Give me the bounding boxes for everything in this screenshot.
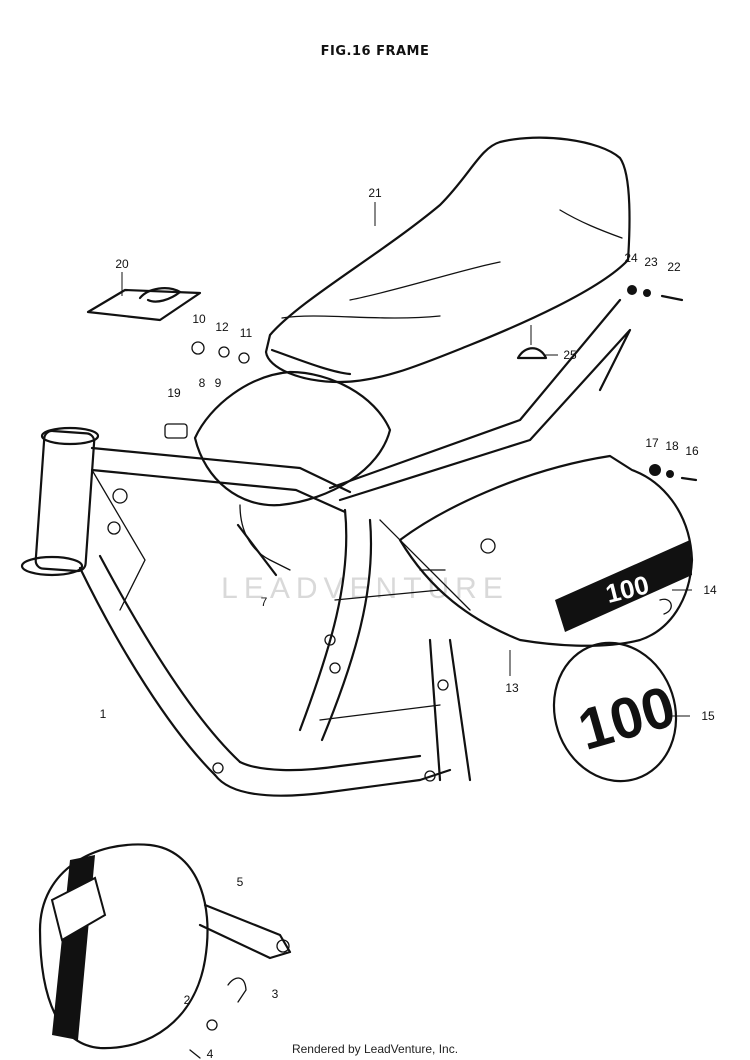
grommet-14	[659, 598, 672, 615]
callout-5: 5	[237, 875, 244, 889]
callout-17: 17	[645, 436, 659, 450]
callout-9: 9	[215, 376, 222, 390]
callout-8: 8	[199, 376, 206, 390]
plate-number: 100	[571, 674, 682, 763]
callout-10: 10	[192, 312, 206, 326]
callout-18: 18	[665, 439, 679, 453]
left-side-cover[interactable]	[193, 370, 392, 577]
callout-11: 11	[240, 326, 253, 340]
callout-14: 14	[703, 583, 717, 597]
callout-20: 20	[115, 257, 129, 271]
callout-21: 21	[368, 186, 382, 200]
seat[interactable]	[264, 136, 631, 384]
callout-3: 3	[272, 987, 279, 1001]
callout-15: 15	[701, 709, 715, 723]
callout-1: 1	[100, 707, 107, 721]
callout-4: 4	[207, 1047, 214, 1060]
callout-2: 2	[184, 993, 191, 1007]
callout-16: 16	[685, 444, 699, 458]
right-side-cover[interactable]: 100	[398, 454, 694, 647]
callout-23: 23	[644, 255, 658, 269]
callout-19: 19	[167, 386, 181, 400]
callout-7: 7	[261, 595, 268, 609]
callout-24: 24	[624, 251, 638, 265]
callout-13: 13	[505, 681, 519, 695]
small-parts	[164, 285, 698, 1059]
headlight-bracket[interactable]	[198, 903, 292, 960]
figure-title: FIG.16 FRAME	[320, 44, 430, 59]
seat-strap[interactable]	[86, 287, 202, 322]
callout-22: 22	[667, 260, 681, 274]
side-cover-number: 100	[603, 569, 652, 609]
number-plate[interactable]: 100	[536, 627, 693, 797]
callout-12: 12	[215, 320, 229, 334]
watermark: LEADVENTURE	[221, 572, 509, 605]
footer-credit: Rendered by LeadVenture, Inc.	[291, 1042, 459, 1056]
callouts: 1 2 3 4 5 7 8 9 10 11 12 13 14 15 16 17 …	[100, 186, 717, 1060]
frame[interactable]	[20, 298, 632, 797]
front-number-plate[interactable]	[38, 843, 209, 1050]
leader-lines	[121, 202, 692, 717]
callout-25: 25	[563, 348, 577, 362]
